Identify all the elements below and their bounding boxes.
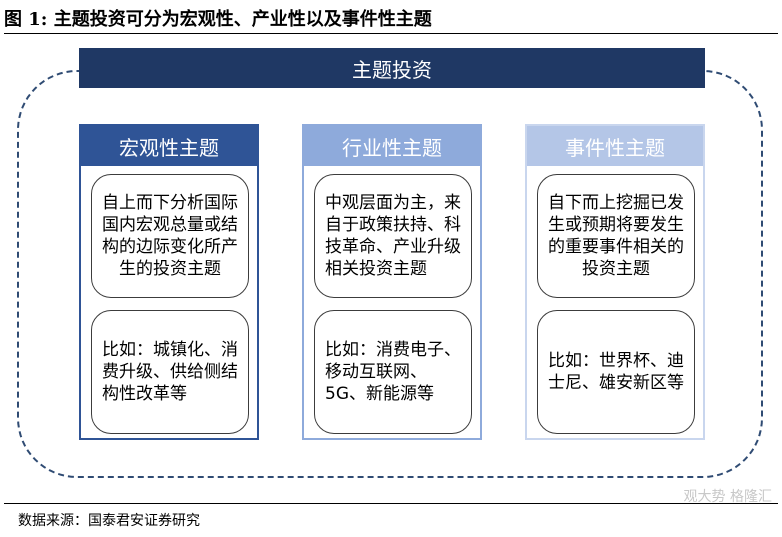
column-industry-description-text: 中观层面为主，来自于政策扶持、科技革命、产业升级相关投资主题 [325, 193, 461, 279]
column-macro-header: 宏观性主题 [81, 126, 257, 166]
column-macro-description-text: 自上而下分析国际国内宏观总量或结构的边际变化所产生的投资主题 [102, 193, 238, 279]
figure-title: 图 1: 主题投资可分为宏观性、产业性以及事件性主题 [4, 9, 432, 30]
column-industry-header: 行业性主题 [304, 126, 480, 166]
column-industry: 行业性主题 中观层面为主，来自于政策扶持、科技革命、产业升级相关投资主题 比如：… [302, 124, 482, 440]
watermark-logo: 观大势 格隆汇 [683, 489, 772, 505]
column-event-example: 比如：世界杯、迪士尼、雄安新区等 [537, 310, 695, 434]
column-macro-description: 自上而下分析国际国内宏观总量或结构的边际变化所产生的投资主题 [91, 174, 249, 298]
source-note: 数据来源：国泰君安证券研究 [18, 513, 200, 529]
column-event-example-text: 比如：世界杯、迪士尼、雄安新区等 [548, 351, 684, 393]
top-rule [4, 33, 778, 34]
column-industry-example: 比如：消费电子、移动互联网、5G、新能源等 [314, 310, 472, 434]
bottom-rule [4, 503, 778, 504]
column-event-header: 事件性主题 [527, 126, 703, 166]
column-event-description: 自下而上挖掘已发生或预期将要发生的重要事件相关的投资主题 [537, 174, 695, 298]
column-macro: 宏观性主题 自上而下分析国际国内宏观总量或结构的边际变化所产生的投资主题 比如：… [79, 124, 259, 440]
column-event-description-text: 自下而上挖掘已发生或预期将要发生的重要事件相关的投资主题 [548, 193, 684, 279]
column-macro-example-text: 比如：城镇化、消费升级、供给侧结构性改革等 [102, 340, 238, 404]
banner-theme-investment: 主题投资 [79, 48, 705, 88]
column-industry-example-text: 比如：消费电子、移动互联网、5G、新能源等 [325, 340, 461, 404]
column-event: 事件性主题 自下而上挖掘已发生或预期将要发生的重要事件相关的投资主题 比如：世界… [525, 124, 705, 440]
column-industry-description: 中观层面为主，来自于政策扶持、科技革命、产业升级相关投资主题 [314, 174, 472, 298]
column-macro-example: 比如：城镇化、消费升级、供给侧结构性改革等 [91, 310, 249, 434]
